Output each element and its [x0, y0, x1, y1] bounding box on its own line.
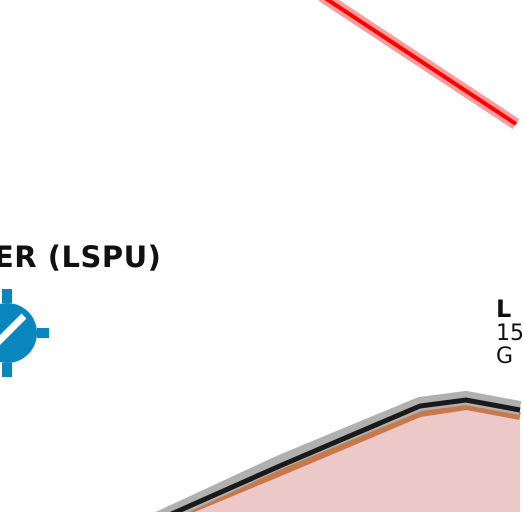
terrain-area — [155, 390, 522, 512]
navaid-name: G — [496, 344, 514, 369]
airport-icon[interactable] — [0, 289, 49, 377]
restricted-route-line — [318, 0, 520, 130]
navaid-frequency: 15 — [496, 321, 524, 346]
navaid-label[interactable]: L 15 G — [496, 295, 524, 369]
navaid-ident: L — [496, 295, 512, 323]
airport-name-label: ER (LSPU) — [0, 240, 162, 274]
